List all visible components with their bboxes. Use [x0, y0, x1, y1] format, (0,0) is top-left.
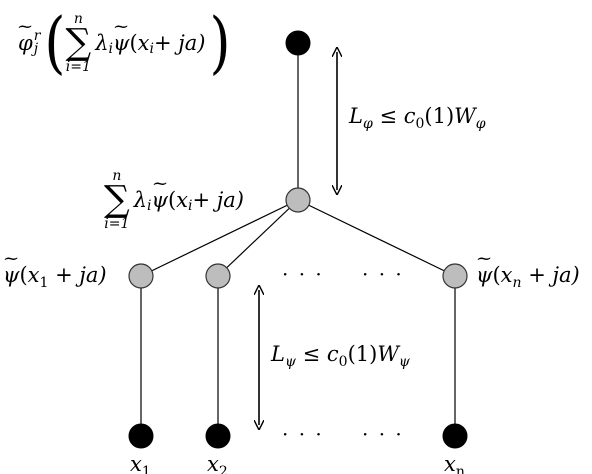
- close-paren: ): [209, 3, 231, 82]
- psi-n-symbol: ψ: [476, 263, 493, 287]
- psi-n-label: ψ(xn + ja): [476, 263, 580, 291]
- top-arg-x: x: [137, 30, 150, 55]
- psi-n-open: (: [492, 263, 501, 287]
- input-node-x1: [128, 423, 154, 449]
- mid-lambda-sub: i: [147, 198, 152, 214]
- phi-symbol: φ: [18, 30, 33, 55]
- phi-L-sub: φ: [362, 116, 373, 132]
- edge-sum-to-psi-n: [297, 199, 456, 277]
- psi-1-x: x: [27, 263, 40, 287]
- top-arg-open: (: [129, 30, 138, 55]
- mid-arg-x-sub: i: [188, 198, 193, 214]
- psi-L: L: [271, 342, 285, 366]
- input-label-x2: x2: [207, 454, 228, 474]
- input-node-xn: [442, 423, 468, 449]
- psi-node-n: [442, 263, 468, 289]
- phi-subscript: j: [33, 40, 39, 57]
- input-x1-x: x: [130, 452, 142, 474]
- phi-W-sub: φ: [475, 116, 486, 132]
- mid-arg-x: x: [176, 187, 189, 212]
- phi-L: L: [349, 104, 363, 128]
- open-paren: (: [44, 3, 66, 82]
- hidden-ellipsis-a: · · ·: [282, 262, 324, 286]
- edge-sum-to-psi-1: [140, 199, 299, 277]
- mid-arg-rest: + ja): [192, 187, 245, 212]
- sum-formula-label: n ∑ i=1 λi ψ(xi + ja): [104, 160, 244, 240]
- input-ellipsis-a: · · ·: [282, 422, 324, 446]
- psi-W: W: [377, 342, 399, 366]
- top-lambda-sub: i: [108, 41, 113, 57]
- psi-W-sub: ψ: [398, 354, 410, 370]
- phi-c-arg: (1): [424, 104, 455, 128]
- mid-sum-operator: n ∑ i=1: [104, 169, 130, 231]
- mid-sigma-symbol: ∑: [104, 179, 130, 220]
- hidden-ellipsis-b: · · ·: [362, 262, 404, 286]
- top-lambda: λ: [95, 30, 109, 55]
- input-x2-sub: 2: [218, 464, 228, 474]
- phi-leq: ≤: [372, 104, 404, 128]
- input-node-x2: [205, 423, 231, 449]
- input-label-xn: xn: [444, 454, 465, 474]
- phi-W: W: [454, 104, 476, 128]
- mid-psi-with-tilde: ψ: [151, 187, 168, 212]
- input-xn-x: x: [444, 452, 456, 474]
- mid-sum-upper: n: [112, 168, 122, 184]
- psi-leq: ≤: [295, 342, 327, 366]
- psi-1-open: (: [19, 263, 28, 287]
- phi-c-sub: 0: [415, 116, 425, 132]
- top-arg-rest: + ja): [154, 30, 206, 55]
- psi-n-x: x: [500, 263, 513, 287]
- psi-n-rest: + ja): [521, 263, 580, 287]
- psi-1-label: ψ(x1 + ja): [3, 263, 107, 291]
- top-sigma-symbol: ∑: [65, 22, 92, 63]
- psi-depth-annotation: Lψ ≤ c0(1)Wψ: [271, 342, 410, 370]
- psi-1-x-sub: 1: [39, 275, 49, 291]
- psi-c-arg: (1): [347, 342, 378, 366]
- psi-c-sub: 0: [338, 354, 348, 370]
- top-psi-with-tilde: ψ: [113, 30, 130, 55]
- input-x1-sub: 1: [141, 464, 151, 474]
- input-x2-x: x: [207, 452, 219, 474]
- psi-node-1: [128, 263, 154, 289]
- psi-n-x-sub: n: [512, 275, 522, 291]
- top-arg-x-sub: i: [149, 41, 154, 57]
- mid-psi-symbol: ψ: [151, 187, 168, 212]
- top-psi-symbol: ψ: [113, 30, 130, 55]
- mid-arg-open: (: [167, 187, 177, 212]
- input-label-x1: x1: [130, 454, 151, 474]
- phi-scripts: r j: [34, 29, 41, 56]
- input-ellipsis-b: · · ·: [362, 422, 404, 446]
- input-xn-sub: n: [455, 464, 465, 474]
- sum-node: [285, 187, 311, 213]
- psi-1-symbol: ψ: [3, 263, 20, 287]
- top-sum-operator: n ∑ i=1: [66, 12, 92, 74]
- psi-node-2: [205, 263, 231, 289]
- output-node: [285, 30, 311, 56]
- phi-depth-annotation: Lφ ≤ c0(1)Wφ: [349, 104, 486, 132]
- phi-with-tilde: φ: [18, 30, 33, 55]
- mid-sum-lower: i=1: [104, 216, 130, 232]
- top-sum-upper: n: [73, 11, 83, 27]
- top-sum-lower: i=1: [65, 59, 91, 75]
- edge-sum-to-psi-2: [217, 199, 299, 277]
- phi-superscript: r: [33, 27, 41, 44]
- psi-1-rest: + ja): [48, 263, 107, 287]
- output-formula-label: φ r j ( n ∑ i=1 λi ψ(xi + ja) ): [18, 0, 231, 86]
- phi-c: c: [403, 104, 416, 128]
- psi-c: c: [326, 342, 339, 366]
- psi-n-tilde: ψ: [476, 265, 492, 286]
- psi-1-tilde: ψ: [3, 265, 19, 286]
- psi-L-sub: ψ: [284, 354, 296, 370]
- mid-lambda: λ: [133, 187, 148, 212]
